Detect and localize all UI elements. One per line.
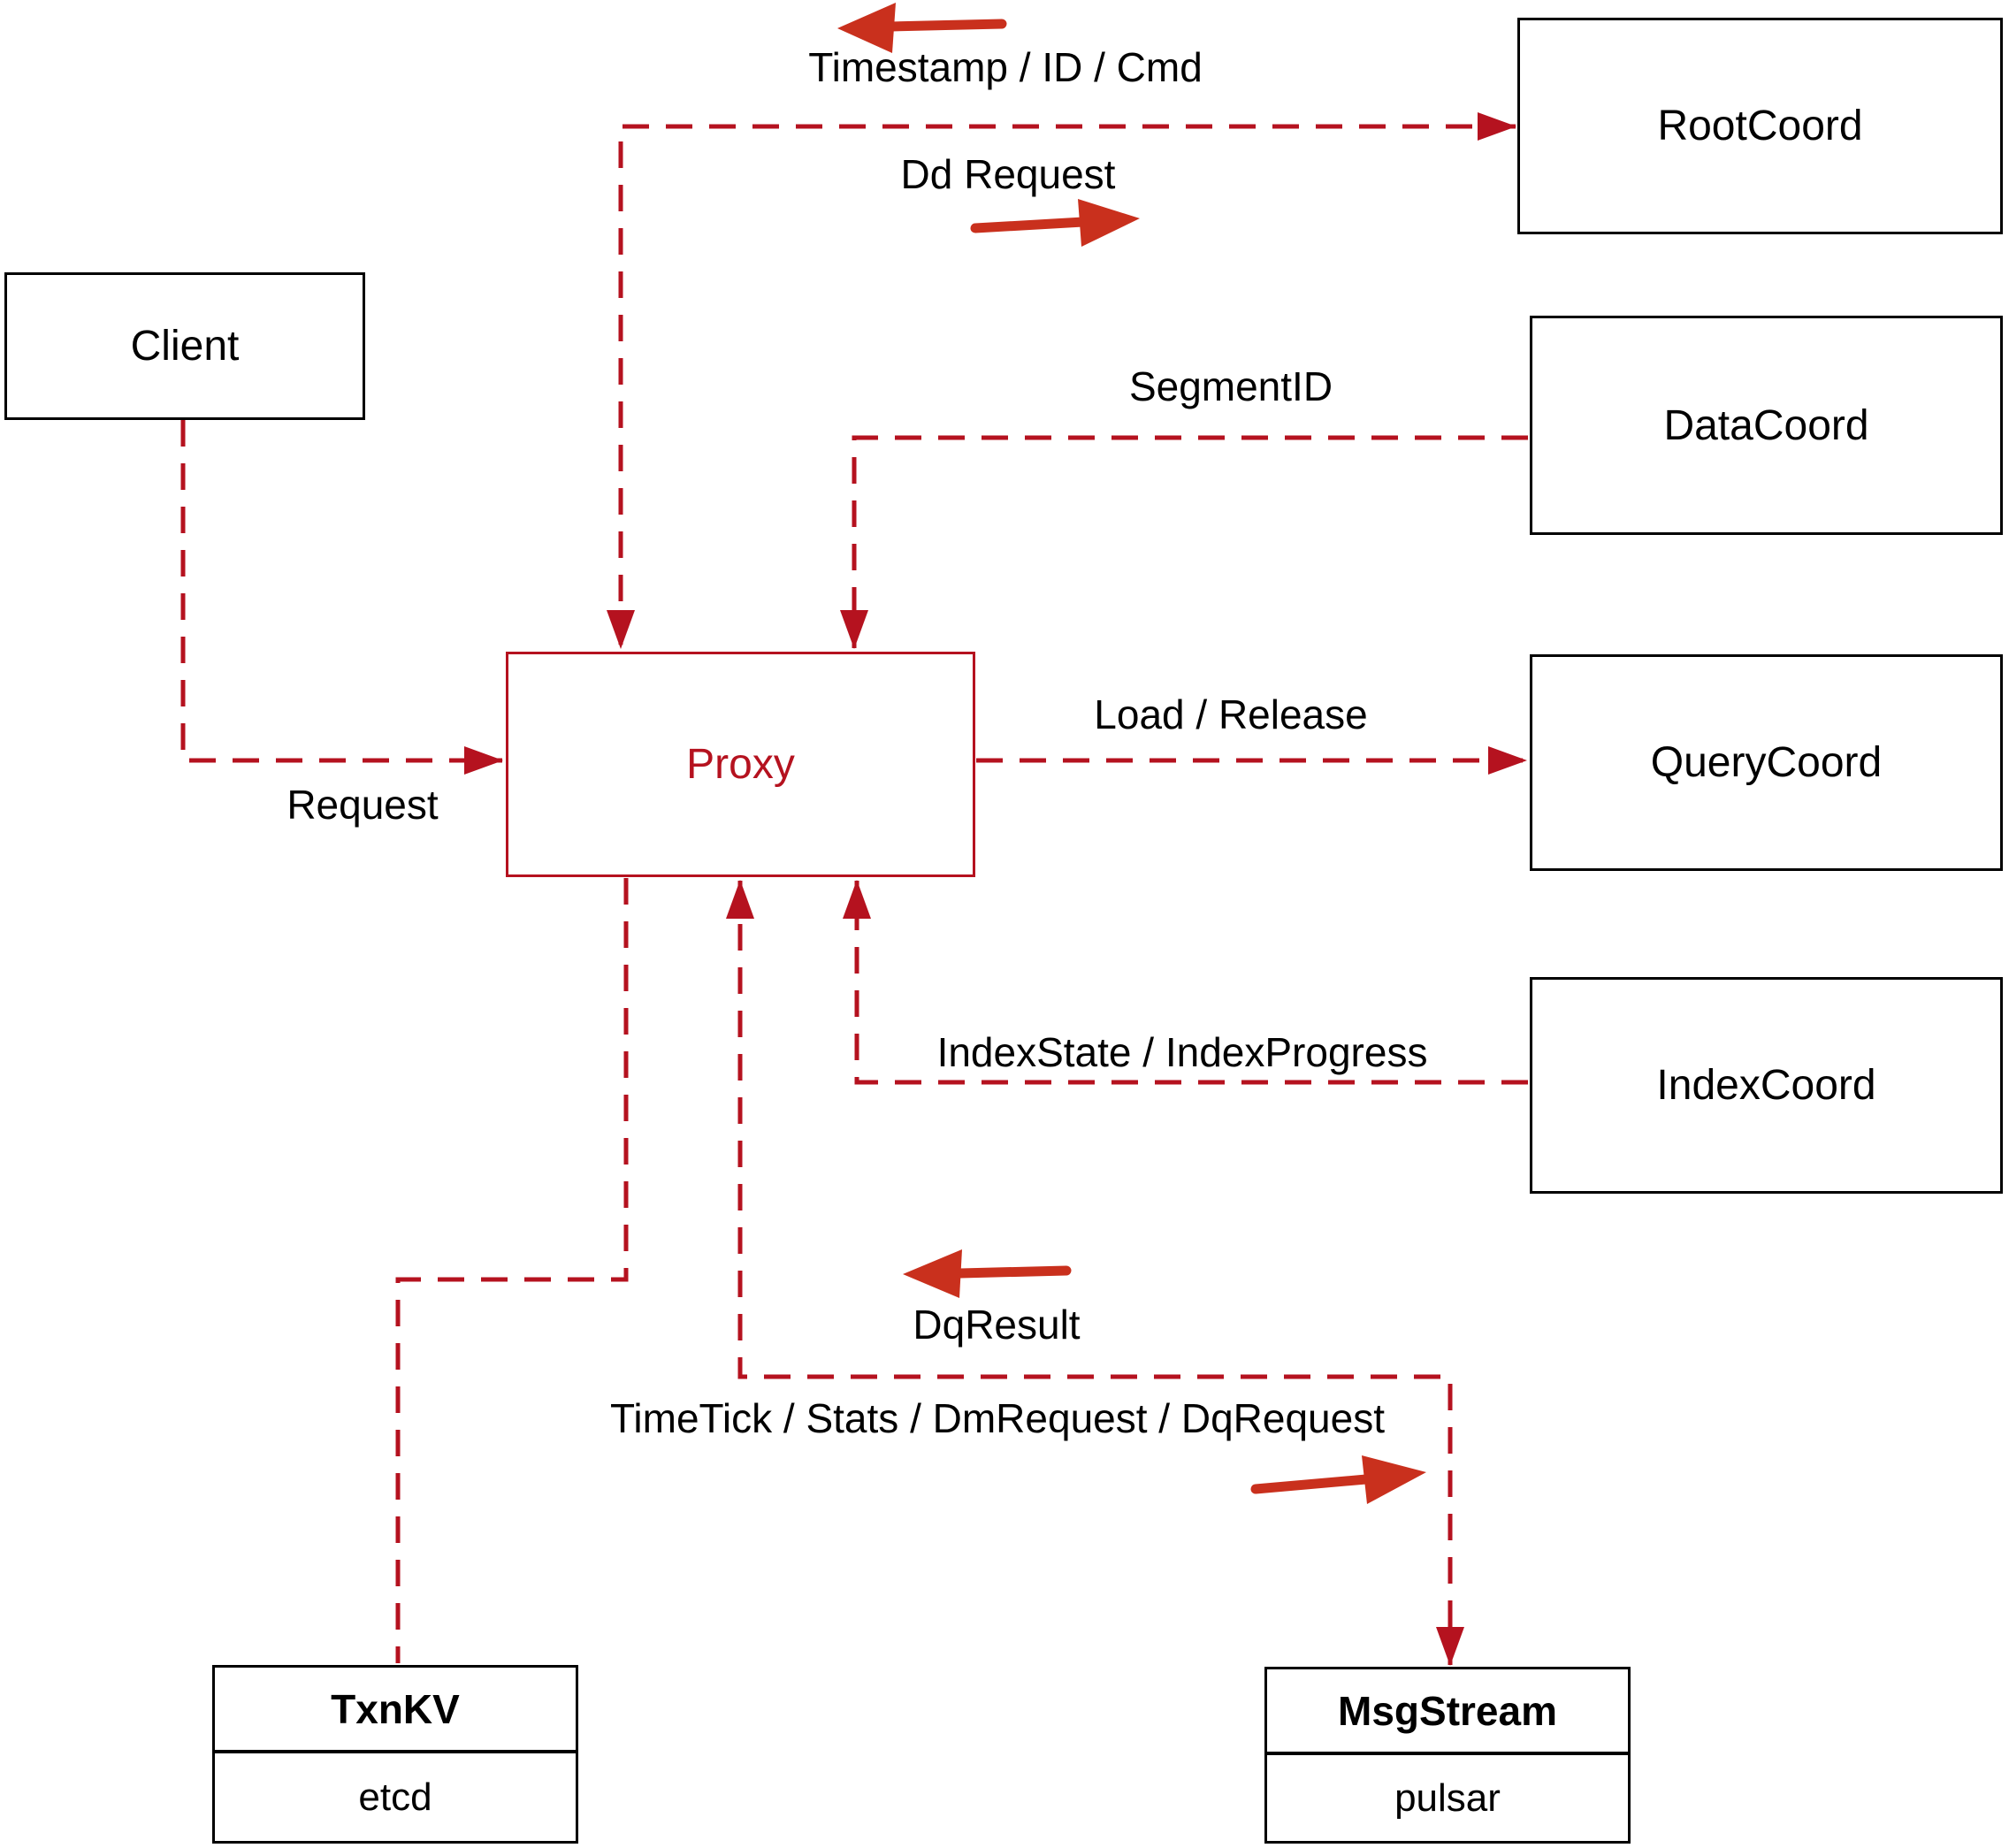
edge-label-time-tick-stats: TimeTick / Stats / DmRequest / DqRequest — [610, 1395, 1385, 1441]
edge-datacoord-to-proxy — [840, 435, 1528, 649]
direction-arrow-right-time-tick — [1250, 1455, 1426, 1504]
edge-client-to-proxy — [180, 420, 503, 775]
msgstream-node: MsgStream pulsar — [1264, 1667, 1631, 1844]
direction-arrow-right-dd-request — [970, 199, 1140, 247]
msgstream-engine: pulsar — [1394, 1775, 1501, 1820]
querycoord-node: QueryCoord — [1530, 654, 2003, 871]
querycoord-label: QueryCoord — [1650, 739, 1883, 786]
datacoord-label: DataCoord — [1663, 401, 1869, 449]
edge-proxy-txnkv — [395, 878, 629, 1663]
edge-label-segment-id: SegmentID — [1128, 363, 1333, 409]
rootcoord-node: RootCoord — [1517, 18, 2003, 234]
txnkv-node: TxnKV etcd — [212, 1665, 578, 1844]
direction-arrow-left-dq-result — [903, 1249, 1072, 1298]
txnkv-title: TxnKV — [215, 1668, 576, 1753]
edge-label-dq-result: DqResult — [913, 1302, 1081, 1348]
txnkv-engine: etcd — [358, 1775, 432, 1819]
client-label: Client — [130, 323, 240, 370]
edge-label-request: Request — [286, 782, 439, 828]
edge-proxy-msgstream — [726, 880, 1464, 1666]
indexcoord-node: IndexCoord — [1530, 977, 2003, 1194]
edge-label-load-release: Load / Release — [1094, 691, 1368, 737]
proxy-node: Proxy — [506, 652, 975, 877]
client-node: Client — [4, 272, 365, 420]
edge-label-timestamp-id-cmd: Timestamp / ID / Cmd — [808, 44, 1203, 90]
edge-label-dd-request: Dd Request — [900, 151, 1116, 197]
edge-proxy-rootcoord — [607, 112, 1516, 649]
indexcoord-label: IndexCoord — [1656, 1062, 1876, 1109]
msgstream-title: MsgStream — [1267, 1669, 1628, 1755]
direction-arrow-left-timestamp — [837, 3, 1007, 53]
proxy-label: Proxy — [686, 741, 795, 788]
edge-label-index-state-progress: IndexState / IndexProgress — [936, 1029, 1428, 1075]
rootcoord-label: RootCoord — [1657, 103, 1863, 149]
datacoord-node: DataCoord — [1530, 316, 2003, 535]
